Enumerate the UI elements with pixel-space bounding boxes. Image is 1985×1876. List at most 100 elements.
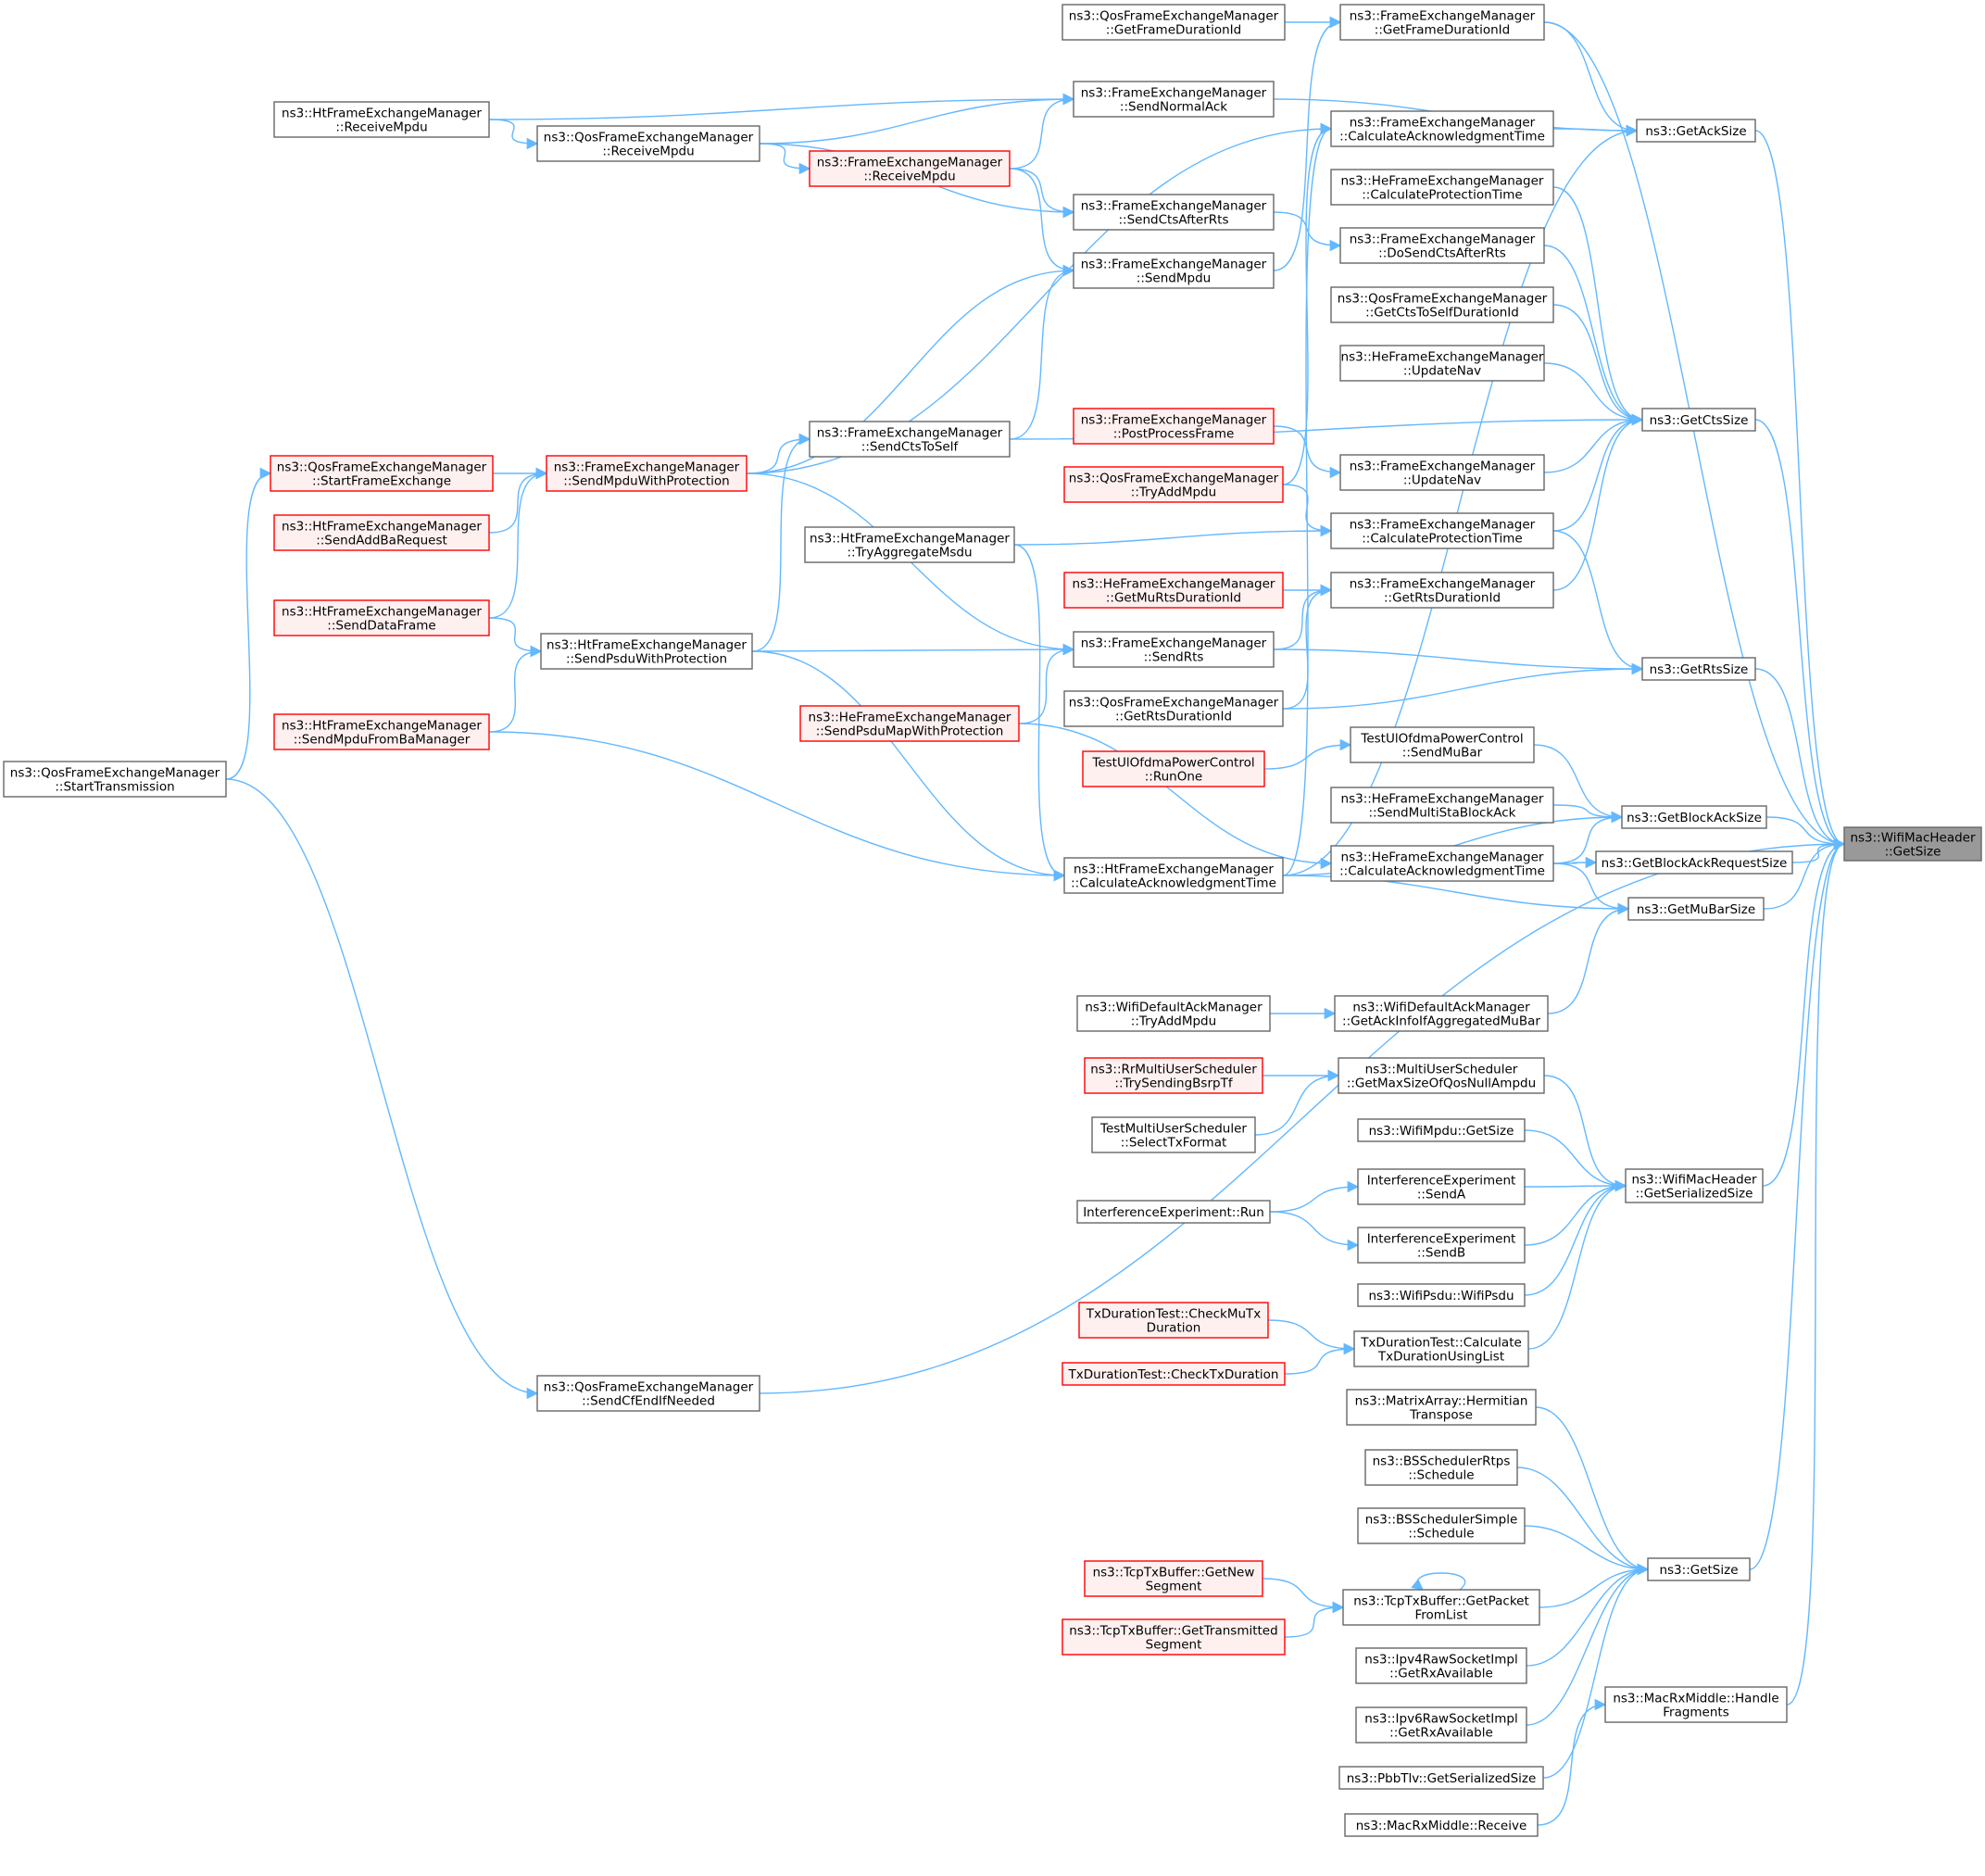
node-label: ns3::MacRxMiddle::Receive	[1356, 1819, 1527, 1833]
graph-node-hefem_getMuRts[interactable]: ns3::HeFrameExchangeManager::GetMuRtsDur…	[1063, 572, 1284, 609]
node-label: ::CalculateProtectionTime	[1362, 532, 1522, 547]
graph-node-getRtsSize[interactable]: ns3::GetRtsSize	[1641, 657, 1756, 681]
graph-node-fem_sendMpdu[interactable]: ns3::FrameExchangeManager::SendMpdu	[1073, 252, 1275, 289]
graph-node-fem_receiveMpdu[interactable]: ns3::FrameExchangeManager::ReceiveMpdu	[809, 150, 1011, 187]
graph-node-fem_getFrameDurationId[interactable]: ns3::FrameExchangeManager::GetFrameDurat…	[1339, 4, 1545, 41]
graph-node-qfem_tryAddMpdu[interactable]: ns3::QosFrameExchangeManager::TryAddMpdu	[1063, 466, 1284, 503]
node-label: ::SendB	[1417, 1246, 1465, 1261]
graph-node-htfem_calcAck[interactable]: ns3::HtFrameExchangeManager::CalculateAc…	[1063, 857, 1284, 894]
graph-node-txd_calc[interactable]: TxDurationTest::CalculateTxDurationUsing…	[1353, 1330, 1529, 1367]
node-label: ns3::QosFrameExchangeManager	[544, 131, 754, 145]
graph-node-wdam_tryAdd[interactable]: ns3::WifiDefaultAckManager::TryAddMpdu	[1076, 995, 1271, 1032]
node-label: ::SendCtsToSelf	[861, 440, 960, 455]
graph-node-qfem_getRtsDur[interactable]: ns3::QosFrameExchangeManager::GetRtsDura…	[1063, 690, 1284, 727]
graph-node-hefem_updateNav[interactable]: ns3::HeFrameExchangeManager::UpdateNav	[1339, 345, 1545, 382]
call-edge	[1552, 530, 1644, 675]
node-label: ns3::FrameExchangeManager	[1081, 86, 1267, 101]
graph-node-ipv4raw[interactable]: ns3::Ipv4RawSocketImpl::GetRxAvailable	[1355, 1647, 1527, 1684]
node-label: ns3::FrameExchangeManager	[1350, 518, 1536, 533]
graph-node-hefem_sendMulti[interactable]: ns3::HeFrameExchangeManager::SendMultiSt…	[1330, 787, 1554, 824]
graph-node-bs_simple[interactable]: ns3::BSSchedulerSimple::Schedule	[1357, 1507, 1526, 1544]
call-edge	[1754, 130, 1846, 850]
graph-node-txd_check[interactable]: TxDurationTest::CheckTxDuration	[1062, 1362, 1286, 1386]
graph-node-fem_sendNormalAck[interactable]: ns3::FrameExchangeManager::SendNormalAck	[1073, 81, 1275, 118]
graph-node-ipv6raw[interactable]: ns3::Ipv6RawSocketImpl::GetRxAvailable	[1355, 1706, 1527, 1744]
node-label: ::SendMpdu	[1137, 271, 1211, 286]
node-box	[1364, 1449, 1518, 1486]
graph-node-fem_calcAck[interactable]: ns3::FrameExchangeManager::CalculateAckn…	[1330, 110, 1554, 147]
graph-node-fem_getRtsDur[interactable]: ns3::FrameExchangeManager::GetRtsDuratio…	[1330, 572, 1554, 609]
graph-node-htfem_sendMpduFromBa[interactable]: ns3::HtFrameExchangeManager::SendMpduFro…	[273, 713, 490, 750]
graph-node-fem_calcProt[interactable]: ns3::FrameExchangeManager::CalculateProt…	[1330, 512, 1554, 549]
call-edge	[1273, 425, 1342, 479]
graph-node-wdam_getAckInfo[interactable]: ns3::WifiDefaultAckManager::GetAckInfoIf…	[1334, 995, 1549, 1032]
call-edge	[488, 467, 548, 534]
graph-node-wifiPsdu[interactable]: ns3::WifiPsdu::WifiPsdu	[1357, 1283, 1526, 1307]
graph-node-htfem_sendAddBa[interactable]: ns3::HtFrameExchangeManager::SendAddBaRe…	[273, 514, 490, 551]
node-box	[1063, 857, 1284, 894]
graph-node-tmus_select[interactable]: TestMultiUserScheduler::SelectTxFormat	[1091, 1116, 1256, 1153]
graph-node-bs_rtps[interactable]: ns3::BSSchedulerRtps::Schedule	[1364, 1449, 1518, 1486]
graph-node-root[interactable]: ns3::WifiMacHeader::GetSize	[1843, 826, 1982, 862]
graph-node-htfem_tryAggMsdu[interactable]: ns3::HtFrameExchangeManager::TryAggregat…	[804, 526, 1015, 563]
graph-node-getMuBarSize[interactable]: ns3::GetMuBarSize	[1627, 897, 1765, 921]
call-edge	[1749, 837, 1846, 1570]
graph-node-getBlockAckRequestSize[interactable]: ns3::GetBlockAckRequestSize	[1595, 850, 1793, 875]
graph-node-qfem_startFrameEx[interactable]: ns3::QosFrameExchangeManager::StartFrame…	[270, 455, 494, 492]
call-edge	[1552, 186, 1644, 426]
graph-node-qfem_startTx[interactable]: ns3::QosFrameExchangeManager::StartTrans…	[3, 761, 227, 798]
graph-node-htfem_sendPsduWithProt[interactable]: ns3::HtFrameExchangeManager::SendPsduWit…	[540, 633, 753, 670]
graph-node-tul_runOne[interactable]: TestUlOfdmaPowerControl::RunOne	[1082, 750, 1265, 787]
graph-node-qfem_sendCfEnd[interactable]: ns3::QosFrameExchangeManager::SendCfEndI…	[536, 1375, 760, 1412]
graph-node-pbbtlv[interactable]: ns3::PbbTlv::GetSerializedSize	[1338, 1766, 1544, 1790]
graph-node-rr_trySending[interactable]: ns3::RrMultiUserScheduler::TrySendingBsr…	[1084, 1057, 1263, 1094]
graph-node-ie_sendB[interactable]: InterferenceExperiment::SendB	[1357, 1227, 1526, 1264]
node-label: ns3::GetSize	[1659, 1563, 1738, 1578]
graph-node-fem_updateNav[interactable]: ns3::FrameExchangeManager::UpdateNav	[1339, 454, 1545, 491]
graph-node-fem_sendCtsToSelf[interactable]: ns3::FrameExchangeManager::SendCtsToSelf	[809, 421, 1011, 458]
node-box	[1091, 1116, 1256, 1153]
graph-node-qfem_getCtsToSelf[interactable]: ns3::QosFrameExchangeManager::GetCtsToSe…	[1330, 286, 1554, 323]
graph-node-hefem_calcAck[interactable]: ns3::HeFrameExchangeManager::CalculateAc…	[1330, 845, 1554, 882]
graph-node-getCtsSize[interactable]: ns3::GetCtsSize	[1641, 408, 1756, 432]
node-label: ::GetSerializedSize	[1636, 1187, 1753, 1202]
graph-node-ie_run[interactable]: InterferenceExperiment::Run	[1076, 1200, 1271, 1224]
node-box	[1063, 466, 1284, 503]
graph-node-htfem_sendDataFrame[interactable]: ns3::HtFrameExchangeManager::SendDataFra…	[273, 599, 490, 636]
graph-node-mus_getMaxSize[interactable]: ns3::MultiUserScheduler::GetMaxSizeOfQos…	[1338, 1057, 1545, 1094]
node-label: ::CalculateAcknowledgmentTime	[1339, 130, 1545, 145]
call-edge	[1269, 1180, 1360, 1213]
call-edge	[1009, 168, 1075, 277]
graph-node-qfem_getFrameDurationId[interactable]: ns3::QosFrameExchangeManager::GetFrameDu…	[1062, 4, 1286, 41]
graph-node-hefem_calcProt[interactable]: ns3::HeFrameExchangeManager::CalculatePr…	[1330, 169, 1554, 206]
graph-node-macRxReceive[interactable]: ns3::MacRxMiddle::Receive	[1344, 1813, 1539, 1837]
graph-node-fem_postProcess[interactable]: ns3::FrameExchangeManager::PostProcessFr…	[1073, 408, 1275, 445]
graph-node-fem_sendRts[interactable]: ns3::FrameExchangeManager::SendRts	[1073, 631, 1275, 668]
node-label: ::GetRxAvailable	[1389, 1726, 1493, 1741]
node-box	[536, 125, 760, 162]
graph-node-wmhSerializedSize[interactable]: ns3::WifiMacHeader::GetSerializedSize	[1625, 1168, 1764, 1203]
graph-node-htfem_receiveMpdu[interactable]: ns3::HtFrameExchangeManager::ReceiveMpdu	[273, 101, 490, 138]
graph-node-tul_sendMuBar[interactable]: TestUlOfdmaPowerControl::SendMuBar	[1350, 726, 1535, 763]
graph-node-fem_sendMpduWithProt[interactable]: ns3::FrameExchangeManager::SendMpduWithP…	[546, 455, 748, 492]
graph-node-ie_sendA[interactable]: InterferenceExperiment::SendA	[1357, 1168, 1526, 1205]
node-label: ns3::GetBlockAckRequestSize	[1602, 856, 1788, 871]
graph-node-fem_sendCtsAfterRts[interactable]: ns3::FrameExchangeManager::SendCtsAfterR…	[1073, 194, 1275, 231]
graph-node-fem_doSendCts[interactable]: ns3::FrameExchangeManager::DoSendCtsAfte…	[1339, 227, 1545, 264]
node-label: ns3::MacRxMiddle::Handle	[1613, 1692, 1778, 1706]
graph-node-getSize[interactable]: ns3::GetSize	[1647, 1557, 1751, 1581]
node-label: ::GetCtsToSelfDurationId	[1365, 306, 1519, 321]
graph-node-hefem_sendPsduMap[interactable]: ns3::HeFrameExchangeManager::SendPsduMap…	[799, 705, 1020, 742]
graph-node-wifiMpdu_getSize[interactable]: ns3::WifiMpdu::GetSize	[1357, 1118, 1526, 1142]
graph-node-getBlockAckSize[interactable]: ns3::GetBlockAckSize	[1621, 805, 1767, 829]
graph-node-qfem_receiveMpdu[interactable]: ns3::QosFrameExchangeManager::ReceiveMpd…	[536, 125, 760, 162]
graph-node-getAckSize[interactable]: ns3::GetAckSize	[1636, 119, 1756, 143]
call-edge	[751, 433, 811, 652]
node-label: ns3::FrameExchangeManager	[817, 426, 1003, 441]
